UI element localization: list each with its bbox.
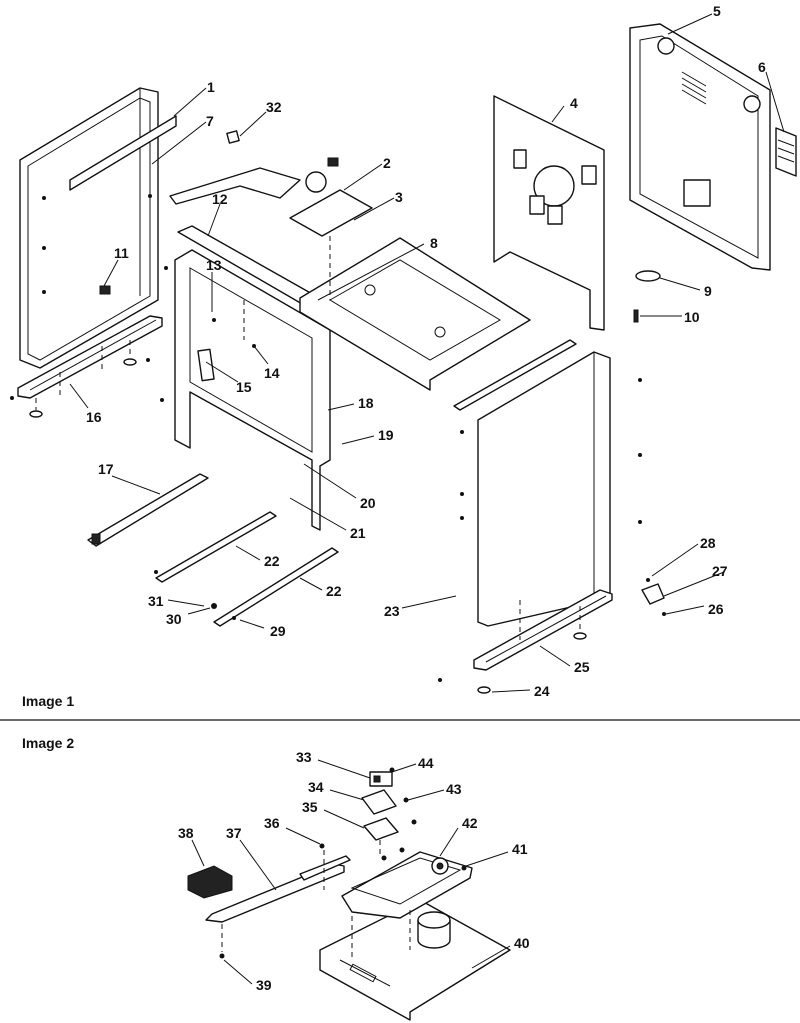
callout-37: 37: [226, 825, 242, 841]
callout-43: 43: [446, 781, 462, 797]
callout-30: 30: [166, 611, 182, 627]
callout-41: 41: [512, 841, 528, 857]
callout-31: 31: [148, 593, 164, 609]
callout-2: 2: [383, 155, 391, 171]
callout-39: 39: [256, 977, 272, 993]
alignment-lines-2: [221, 840, 411, 960]
callout-24: 24: [534, 683, 550, 699]
callout-34: 34: [308, 779, 324, 795]
callout-8: 8: [430, 235, 438, 251]
left-bottom-rail: [17, 315, 163, 418]
panel-image-1: 1 7 32 2 3 12 4 5 6 8 9 10 11 13 14 15 1…: [10, 3, 797, 709]
callout-42: 42: [462, 815, 478, 831]
callout-26: 26: [708, 601, 724, 617]
leader-lines-2: [191, 759, 511, 985]
base-bracket: [319, 899, 511, 1021]
callout-22b: 22: [326, 583, 342, 599]
callout-4: 4: [570, 95, 578, 111]
callout-35: 35: [302, 799, 318, 815]
callout-28: 28: [700, 535, 716, 551]
callout-3: 3: [395, 189, 403, 205]
panel-caption-image-2: Image 2: [22, 735, 74, 751]
callout-38: 38: [178, 825, 194, 841]
callouts-image-1: 1 7 32 2 3 12 4 5 6 8 9 10 11 13 14 15 1…: [86, 3, 766, 699]
pin-part: [633, 309, 639, 323]
lever-arm: [205, 855, 351, 923]
callout-9: 9: [704, 283, 712, 299]
callout-29: 29: [270, 623, 286, 639]
callout-27: 27: [712, 563, 728, 579]
callout-32: 32: [266, 99, 282, 115]
callouts-image-2: 33 44 34 43 35 42 36 41 37 38 40 39: [178, 749, 530, 993]
callout-6: 6: [758, 59, 766, 75]
rear-cover: [629, 23, 771, 271]
callout-17: 17: [98, 461, 114, 477]
callout-20: 20: [360, 495, 376, 511]
latch-handle: [187, 865, 233, 899]
callout-33: 33: [296, 749, 312, 765]
callout-40: 40: [514, 935, 530, 951]
callout-11: 11: [114, 245, 129, 261]
switch-part: [369, 771, 393, 787]
leader-lines: [69, 13, 785, 693]
front-frame: [174, 225, 331, 531]
grommet-part: [635, 270, 661, 282]
callout-22a: 22: [264, 553, 280, 569]
callout-23: 23: [384, 603, 400, 619]
screws: [10, 266, 666, 682]
bracket-part: [641, 583, 665, 605]
callout-7: 7: [206, 113, 214, 129]
callout-21: 21: [350, 525, 366, 541]
callout-13: 13: [206, 257, 222, 273]
callout-25: 25: [574, 659, 590, 675]
callout-36: 36: [264, 815, 280, 831]
callout-44: 44: [418, 755, 434, 771]
panel-image-2: Image 2: [22, 735, 530, 1021]
callout-16: 16: [86, 409, 102, 425]
control-bracket: [169, 157, 373, 300]
callout-5: 5: [713, 3, 721, 19]
vent-grille: [775, 127, 797, 177]
latch-plate: [341, 851, 473, 919]
callout-1: 1: [207, 79, 215, 95]
switch-bracket: [363, 817, 399, 841]
insulator-plate: [361, 789, 397, 815]
callout-18: 18: [358, 395, 374, 411]
panel-caption-image-1: Image 1: [22, 693, 74, 709]
right-bottom-rail: [473, 589, 613, 694]
callout-19: 19: [378, 427, 394, 443]
alignment-lines: [59, 300, 521, 640]
right-side-panel: [453, 339, 611, 627]
motor-cylinder: [417, 911, 451, 949]
vent-slots: [681, 71, 707, 105]
left-side-panel: [19, 87, 177, 369]
clip-part: [226, 130, 240, 144]
sensor-part: [99, 285, 111, 295]
cavity-bottom-panel: [299, 237, 531, 391]
callout-10: 10: [684, 309, 700, 325]
callout-14: 14: [264, 365, 280, 381]
callout-15: 15: [236, 379, 252, 395]
callout-12: 12: [212, 191, 228, 207]
toe-plates: [87, 473, 339, 627]
back-panel: [493, 95, 605, 331]
